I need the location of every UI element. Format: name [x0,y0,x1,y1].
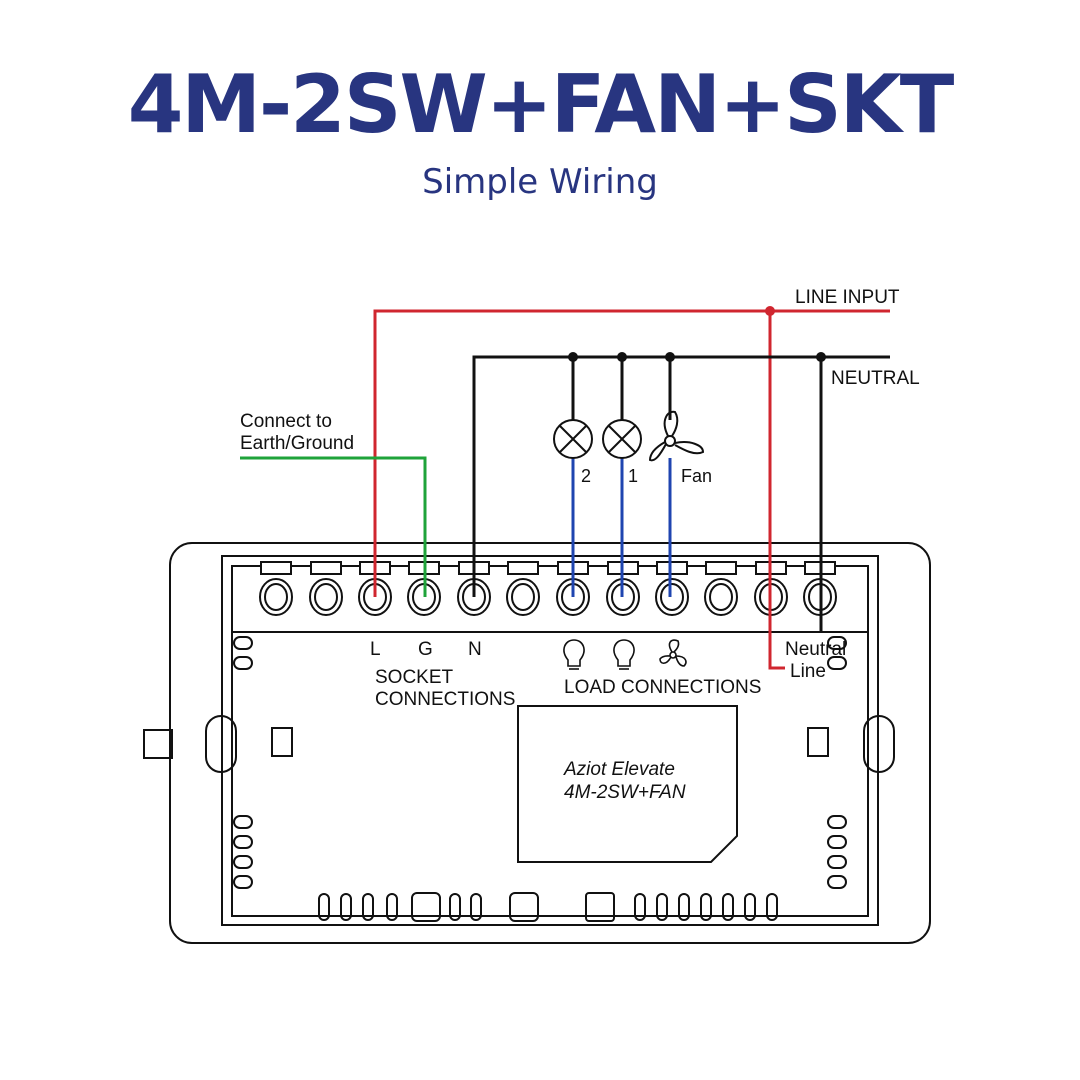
earth-wire [240,456,427,597]
screw-terminal [506,561,540,616]
fan-icon [648,410,705,462]
earth-label-1: Connect to [240,411,332,432]
line-input-wire [373,309,890,597]
fan-label: Fan [681,466,712,486]
terminal-n-label: N [468,639,482,660]
screw-terminal [655,561,689,616]
fan-small-icon [659,639,687,667]
line-terminal-label: Line [790,661,826,682]
line-input-label: LINE INPUT [795,287,900,308]
screw-terminal [704,561,738,616]
page-title: 4M-2SW+FAN+SKT [127,58,955,151]
lamp-2-label: 2 [581,466,591,486]
load-connections-label: LOAD CONNECTIONS [564,677,761,698]
device-name: Aziot Elevate [563,759,675,780]
switch-housing [143,542,931,944]
lamp-2-icon [553,419,593,459]
lamp-1-icon [602,419,642,459]
screw-terminal [259,561,293,616]
neutral-wire [472,355,890,597]
line-to-device-wire [768,311,785,670]
bulb-icon [613,639,635,670]
housing-clips [233,636,847,922]
socket-label-1: SOCKET [375,667,454,688]
terminal-g-label: G [418,639,433,660]
terminal-block [259,561,837,616]
device-model: 4M-2SW+FAN [564,782,686,803]
lamp-1-label: 1 [628,466,638,486]
device-label-box [517,705,738,863]
bulb-icon [563,639,585,670]
page-subtitle: Simple Wiring [422,162,658,202]
earth-label-2: Earth/Ground [240,433,354,454]
neutral-label: NEUTRAL [831,368,920,389]
terminal-l-label: L [370,639,381,660]
socket-label-2: CONNECTIONS [375,689,515,710]
neutral-terminal-label: Neutral [785,639,846,660]
screw-terminal [309,561,343,616]
